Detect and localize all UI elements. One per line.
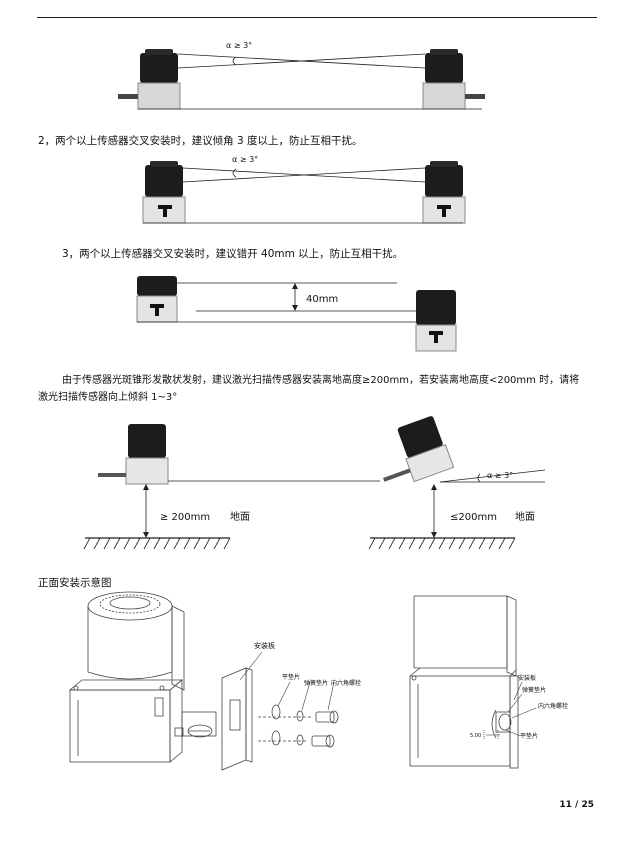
label-dimension-6: 5.00 (470, 733, 481, 739)
right-height-label: ≤200mm (450, 512, 497, 523)
leader-lines-5 (239, 651, 335, 711)
sensor-right-1 (422, 49, 485, 110)
item-2-text: 2，两个以上传感器交叉安装时，建议倾角 3 度以上，防止互相干扰。 (38, 135, 363, 147)
label-plate-6: 安装板 (518, 674, 536, 682)
figure-front-mount-exploded: 安装板 平垫片 弹簧垫片 内六角螺栓 (68, 591, 361, 771)
leader-lines-6 (486, 681, 537, 737)
label-flat-washer-6: 平垫片 (520, 732, 538, 740)
label-spring-washer-5: 弹簧垫片 (304, 679, 328, 687)
sensor-right-4-tilted (383, 416, 455, 483)
right-ground-label: 地面 (515, 510, 535, 523)
angle-label-1: α ≥ 3° (226, 41, 252, 50)
washers-bolts-drawing (258, 704, 339, 748)
figure-offset: 40mm (136, 276, 457, 352)
figure-side-view: 安装板 弹簧垫片 内六角螺栓 5.00 平垫片 (409, 595, 568, 769)
label-plate-5: 安装板 (254, 641, 275, 650)
section-title: 正面安装示意图 (38, 577, 112, 589)
page-number: 11 / 25 (559, 800, 594, 810)
sensor-right-2 (422, 161, 466, 224)
figure-mount-height: α ≥ 3° ≥ 200mm 地面 ≤200mm 地面 (83, 416, 546, 550)
angle-label-4: α ≥ 3° (487, 471, 513, 480)
side-view-drawing (409, 595, 519, 769)
figure-cross-angle-2: α ≥ 3° (142, 155, 466, 224)
label-hex-bolt-6: 内六角螺栓 (538, 702, 568, 710)
left-height-label: ≥ 200mm (160, 512, 210, 523)
para-line-2: 激光扫描传感器向上倾斜 1~3° (38, 392, 178, 403)
sensor-body-drawing (68, 591, 217, 763)
angle-label-2: α ≥ 3° (232, 155, 258, 164)
left-ground-label: 地面 (230, 510, 250, 523)
label-spring-washer-6: 弹簧垫片 (522, 686, 546, 694)
item-3-text: 3，两个以上传感器交叉安装时，建议错开 40mm 以上，防止互相干扰。 (62, 248, 404, 260)
right-ground-hatch (368, 537, 516, 550)
sensor-left-2 (142, 161, 186, 224)
figure-cross-angle: α ≥ 3° (118, 41, 485, 110)
header-rule (37, 17, 597, 18)
sensor-left-1 (118, 49, 181, 110)
sensor-upper-3 (136, 276, 178, 323)
offset-label: 40mm (306, 294, 338, 305)
label-hex-bolt-5: 内六角螺栓 (331, 679, 361, 687)
left-ground-hatch (83, 537, 231, 550)
mounting-plate-drawing (221, 667, 253, 771)
sensor-lower-3 (415, 290, 457, 352)
label-flat-washer-5: 平垫片 (282, 673, 300, 681)
para-line-1: 由于传感器光斑锥形发散状发射，建议激光扫描传感器安装离地高度≥200mm，若安装… (62, 375, 580, 386)
sensor-left-4 (98, 424, 169, 485)
